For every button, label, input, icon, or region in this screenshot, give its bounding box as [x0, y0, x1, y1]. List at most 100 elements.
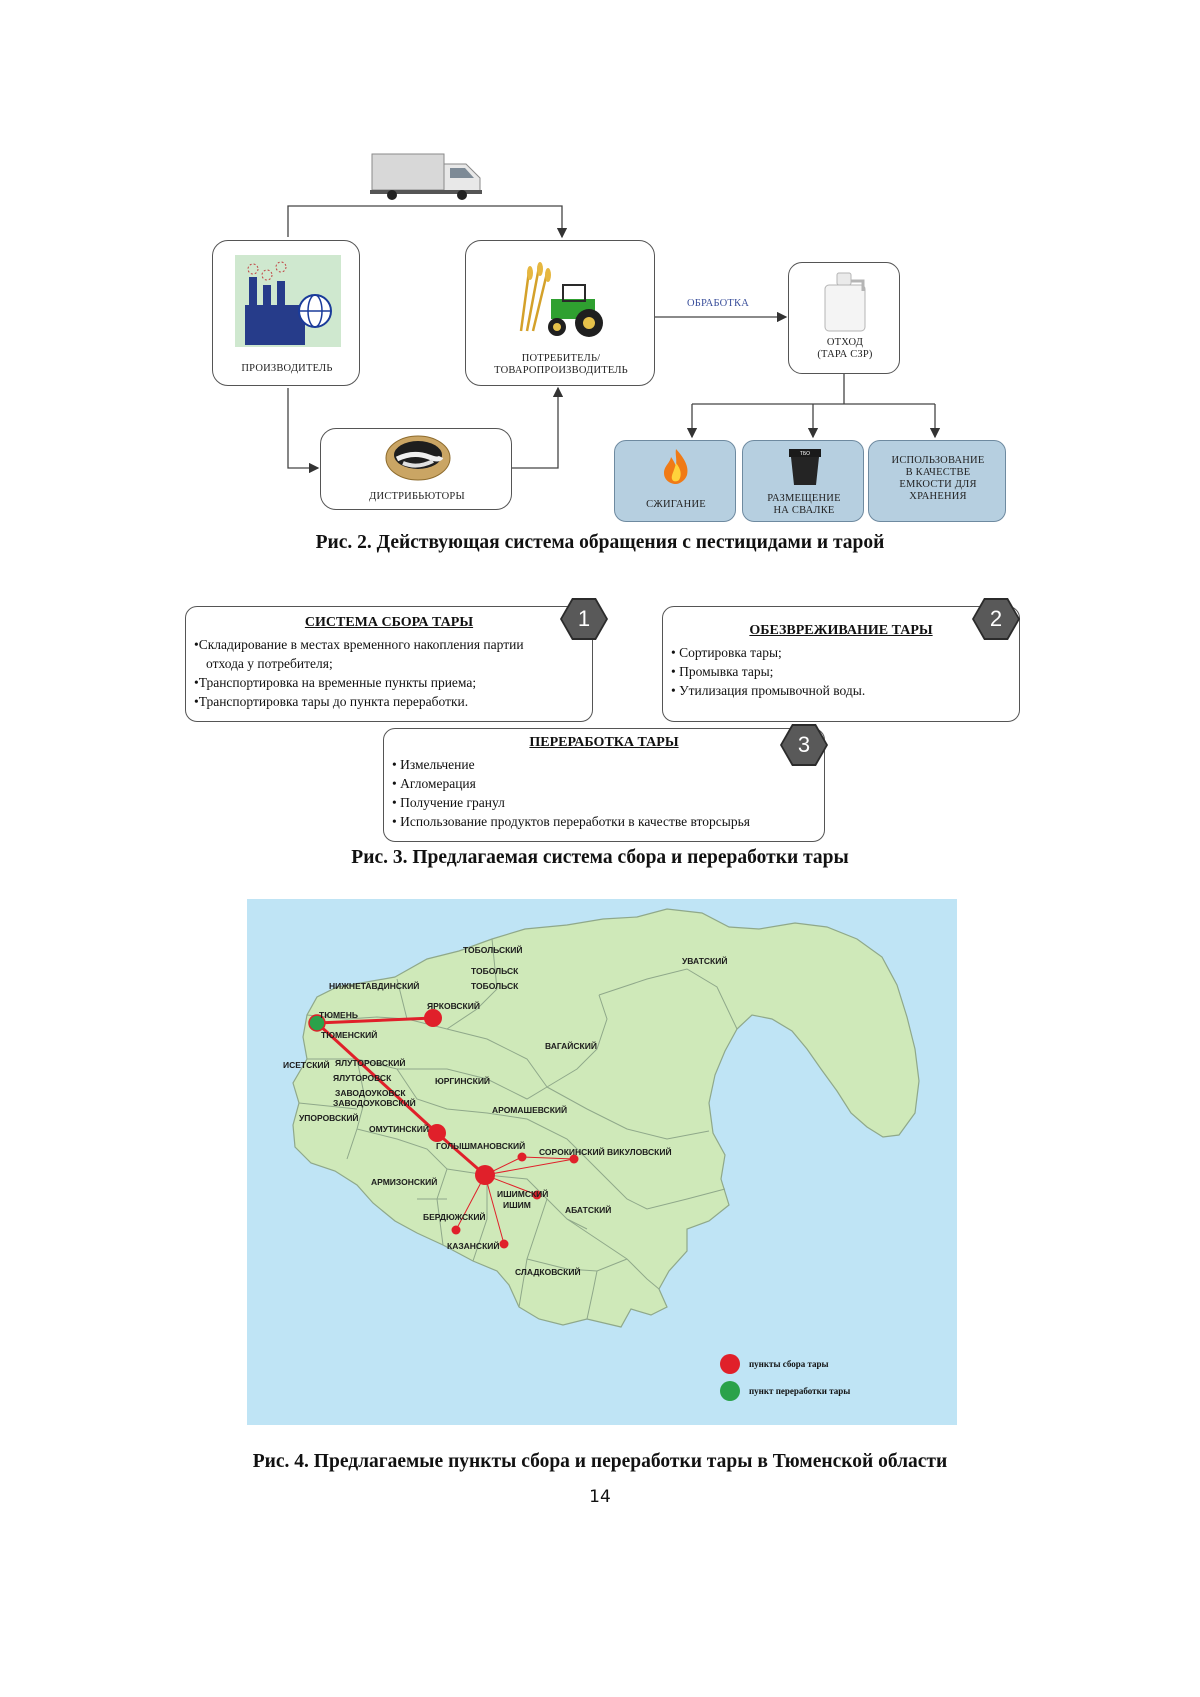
fire-icon: [664, 449, 688, 484]
route-line: [316, 1016, 434, 1025]
fig2-connectors: [287, 205, 941, 474]
legend-collection-label: пункты сбора тары: [749, 1359, 829, 1369]
trash-bin-icon: ТБО: [789, 449, 821, 485]
distributors-label: ДИСТРИБЬЮТОРЫ: [369, 491, 465, 502]
label-sorokinsky: СОРОКИНСКИЙ: [539, 1146, 605, 1157]
label-sladkovsky: СЛАДКОВСКИЙ: [515, 1266, 581, 1277]
system-box-1-item: отхода у потребителя;: [206, 656, 333, 671]
fig3-caption: Рис. 3. Предлагаемая система сбора и пер…: [351, 847, 849, 868]
label-tyumen: ТЮМЕНЬ: [319, 1010, 358, 1020]
route-line: [484, 1174, 505, 1245]
handshake-icon: [385, 435, 451, 481]
label-kazansky: КАЗАНСКИЙ: [447, 1240, 499, 1251]
consumer-box: ПОТРЕБИТЕЛЬ/ ТОВАРОПРОИЗВОДИТЕЛЬ: [465, 240, 655, 386]
label-tobolsky: ТОБОЛЬСКИЙ: [463, 944, 523, 955]
factory-icon: [235, 255, 341, 347]
label-berdyuzhsky: БЕРДЮЖСКИЙ: [423, 1211, 486, 1222]
label-isetsky: ИСЕТСКИЙ: [283, 1059, 330, 1070]
system-box-3-item: • Агломерация: [392, 776, 476, 791]
system-box-1: СИСТЕМА СБОРА ТАРЫ •Складирование в мест…: [185, 606, 593, 722]
landfill-box: ТБО РАЗМЕЩЕНИЕ НА СВАЛКЕ: [742, 440, 864, 522]
reuse-label-1: ИСПОЛЬЗОВАНИЕ: [891, 455, 985, 466]
label-tobolsk: ТОБОЛЬСК: [471, 966, 519, 976]
bin-label: ТБО: [800, 451, 810, 457]
collection-point: [532, 1190, 542, 1200]
system-box-3-item: • Получение гранул: [392, 795, 505, 810]
reuse-label-4: ХРАНЕНИЯ: [909, 491, 967, 502]
map-labels: ТОБОЛЬСКИЙ ТОБОЛЬСК ТОБОЛЬСК УВАТСКИЙ НИ…: [283, 944, 727, 1277]
truck-icon: [370, 153, 482, 200]
collection-point: [424, 1009, 442, 1027]
waste-box: ОТХОД (ТАРА СЗР): [788, 262, 900, 374]
legend-processing-label: пункт переработки тары: [749, 1386, 850, 1396]
label-uporovsky: УПОРОВСКИЙ: [299, 1112, 359, 1123]
system-box-1-item: •Транспортировка на временные пункты при…: [194, 675, 477, 690]
label-omutinsky: ОМУТИНСКИЙ: [369, 1123, 429, 1134]
collection-point: [475, 1165, 495, 1185]
label-aromashevsky: АРОМАШЕВСКИЙ: [492, 1104, 567, 1115]
district-borders: [298, 938, 738, 1320]
system-box-1-title: СИСТЕМА СБОРА ТАРЫ: [304, 615, 474, 630]
label-tyumensky: ТЮМЕНСКИЙ: [321, 1029, 377, 1040]
canister-icon: [824, 272, 866, 332]
route-line: [484, 1158, 575, 1176]
legend-processing-marker: [720, 1381, 740, 1401]
collection-point: [428, 1124, 446, 1142]
processing-label: ОБРАБОТКА: [686, 298, 750, 309]
label-ishim: ИШИМ: [503, 1200, 531, 1210]
route-line: [521, 1156, 575, 1160]
tyumen-region-map: ТОБОЛЬСКИЙ ТОБОЛЬСК ТОБОЛЬСК УВАТСКИЙ НИ…: [247, 899, 957, 1425]
label-yarkovsky: ЯРКОВСКИЙ: [427, 1000, 480, 1011]
route-line: [436, 1131, 486, 1177]
label-vikulovsky: ВИКУЛОВСКИЙ: [607, 1146, 672, 1157]
collection-point: [569, 1154, 579, 1164]
reuse-label-3: ЕМКОСТИ ДЛЯ: [899, 479, 977, 490]
route-line: [455, 1174, 486, 1231]
map-points: [308, 1009, 579, 1249]
reuse-label-2: В КАЧЕСТВЕ: [905, 467, 971, 478]
label-ishimsky: ИШИМСКИЙ: [497, 1188, 548, 1199]
label-golyshmanovsky: ГОЛЫШМАНОВСКИЙ: [436, 1140, 525, 1151]
distributors-box: ДИСТРИБЬЮТОРЫ: [320, 428, 512, 510]
label-abatsky: АБАТСКИЙ: [565, 1204, 611, 1215]
label-yalutorovsky: ЯЛУТОРОВСКИЙ: [335, 1057, 405, 1068]
consumer-label-1: ПОТРЕБИТЕЛЬ/: [521, 353, 601, 364]
waste-label-2: (ТАРА СЗР): [817, 349, 873, 360]
collection-point: [517, 1152, 527, 1162]
label-tobolsk: ТОБОЛЬСК: [471, 981, 519, 991]
label-vagaysky: ВАГАЙСКИЙ: [545, 1040, 597, 1051]
system-box-2: ОБЕЗВРЕЖИВАНИЕ ТАРЫ • Сортировка тары; •…: [662, 606, 1020, 722]
label-armizonsky: АРМИЗОНСКИЙ: [371, 1176, 437, 1187]
system-box-2-item: • Промывка тары;: [671, 664, 774, 679]
system-box-3-title: ПЕРЕРАБОТКА ТАРЫ: [529, 735, 679, 750]
system-box-3-item: • Измельчение: [392, 757, 475, 772]
system-box-3-item: • Использование продуктов переработки в …: [392, 814, 750, 829]
reuse-box: ИСПОЛЬЗОВАНИЕ В КАЧЕСТВЕ ЕМКОСТИ ДЛЯ ХРА…: [868, 440, 1006, 522]
burning-label: СЖИГАНИЕ: [646, 499, 706, 510]
system-box-1-item: •Транспортировка тары до пункта перерабо…: [194, 694, 469, 709]
label-zavodoukovsky: ЗАВОДОУКОВСКИЙ: [333, 1097, 416, 1108]
collection-point: [499, 1239, 509, 1249]
label-nizhnetavdinsky: НИЖНЕТАВДИНСКИЙ: [329, 980, 419, 991]
system-box-2-title: ОБЕЗВРЕЖИВАНИЕ ТАРЫ: [749, 623, 933, 638]
system-box-3: ПЕРЕРАБОТКА ТАРЫ • Измельчение • Агломер…: [383, 728, 825, 842]
label-yalutorovsk: ЯЛУТОРОВСК: [333, 1073, 392, 1083]
label-yurginsky: ЮРГИНСКИЙ: [435, 1075, 490, 1086]
collection-point: [451, 1225, 461, 1235]
consumer-label-2: ТОВАРОПРОИЗВОДИТЕЛЬ: [494, 365, 628, 376]
route-line: [315, 1021, 439, 1135]
label-zavodoukovsk: ЗАВОДОУКОВСК: [335, 1088, 406, 1098]
system-box-2-item: • Сортировка тары;: [671, 645, 782, 660]
burning-box: СЖИГАНИЕ: [614, 440, 736, 522]
waste-label-1: ОТХОД: [826, 337, 864, 348]
fig2-caption: Рис. 2. Действующая система обращения с …: [315, 532, 885, 553]
producer-box: ПРОИЗВОДИТЕЛЬ: [212, 240, 360, 386]
label-uvatsky: УВАТСКИЙ: [682, 955, 727, 966]
processing-point-ring: [308, 1014, 326, 1032]
system-box-2-item: • Утилизация промывочной воды.: [671, 683, 866, 698]
tractor-icon: [519, 262, 603, 337]
legend-collection-marker: [720, 1354, 740, 1374]
landfill-label-1: РАЗМЕЩЕНИЕ: [767, 493, 841, 504]
landfill-label-2: НА СВАЛКЕ: [773, 505, 835, 516]
processing-point: [309, 1015, 325, 1031]
